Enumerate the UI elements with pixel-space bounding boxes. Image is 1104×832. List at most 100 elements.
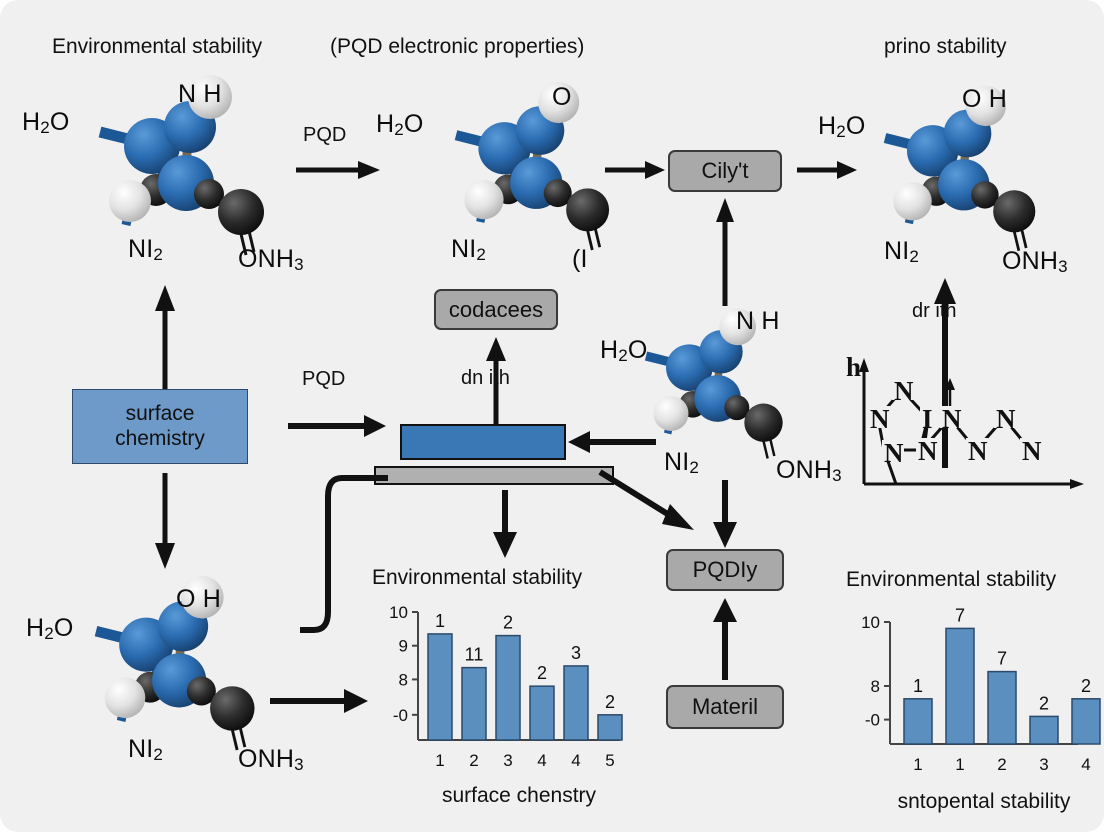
y-tick-label: 10	[861, 613, 880, 632]
y-tick-label: 10	[389, 603, 408, 622]
box-materil[interactable]: Materil	[666, 685, 784, 729]
molecule1-label-onh3: ONH3	[238, 245, 304, 274]
arrow-drith	[934, 278, 956, 468]
molecule4-label-onh3: ONH3	[238, 745, 304, 774]
scribble-node: N	[942, 404, 962, 434]
molecule5-label-h2o: H2O	[600, 336, 648, 365]
x-tick-label: 2	[997, 755, 1006, 774]
scribble-node: N	[1022, 436, 1042, 466]
box-surface-chemistry-line2: chemistry	[115, 426, 205, 450]
arrow-mid-pqd	[288, 415, 386, 437]
scribble-node: N	[884, 438, 904, 468]
x-tick-label: 2	[469, 751, 478, 770]
arrow-top-2	[605, 161, 665, 179]
molecule5-label-onh3: ONH3	[776, 456, 842, 485]
x-tick-label: 4	[1081, 755, 1090, 774]
scribble-sketch: h N N I N N N N N N	[840, 352, 1090, 496]
molecule-top-center	[400, 70, 680, 290]
molecule-bottom-left	[38, 570, 328, 785]
molecule-top-left	[40, 70, 340, 290]
box-pqdiy[interactable]: PQDIy	[666, 549, 784, 591]
arrow-down-to-left-chart	[493, 490, 517, 558]
bar-value-label: 2	[1081, 676, 1091, 696]
arrow-label-pqd-top: PQD	[303, 124, 347, 146]
box-codacees[interactable]: codacees	[434, 289, 558, 330]
slab-gray[interactable]	[374, 466, 614, 485]
bar-value-label: 2	[1039, 693, 1049, 713]
bar	[529, 685, 555, 741]
bar-value-label: 7	[997, 649, 1007, 669]
scribble-node: N	[996, 404, 1016, 434]
bar-value-label: 7	[955, 605, 965, 625]
bar	[427, 633, 453, 741]
arrow-mol4-right	[270, 689, 368, 713]
x-tick-label: 5	[605, 751, 614, 770]
bracket-connector	[300, 475, 388, 633]
box-surface-chemistry[interactable]: surface chemistry	[72, 389, 248, 464]
chart-title: Environmental stability	[372, 566, 583, 589]
bar	[903, 698, 933, 745]
molecule2-label-ni2: NI2	[451, 235, 487, 264]
x-tick-label: 1	[955, 755, 964, 774]
box-surface-chemistry-line1: surface	[125, 402, 195, 426]
arrow-up-to-cilyt	[716, 198, 734, 306]
arrow-up-materil-to-pqdiy	[713, 598, 737, 680]
box-pqdiy-label: PQDIy	[692, 557, 758, 582]
bar	[495, 634, 521, 741]
molecule3-label-onh3: ONH3	[1002, 247, 1068, 276]
y-tick-label: -0	[865, 711, 880, 730]
arrow-top-3	[797, 161, 857, 179]
molecule3-label-h2o: H2O	[818, 112, 866, 141]
arrow-label-drith: dr ith	[912, 300, 957, 322]
arrow-label-dnith: dn ith	[461, 367, 510, 389]
bar	[945, 627, 975, 745]
bar-value-label: 2	[503, 613, 513, 633]
y-tick-label: -0	[393, 706, 408, 725]
bar-value-label: 2	[605, 692, 615, 712]
bar-value-label: 1	[913, 676, 923, 696]
arrow-down-mol5-to-pqdiy	[713, 480, 737, 548]
chart-title: Environmental stability	[846, 568, 1057, 591]
arrow-into-blue-slab	[568, 431, 656, 453]
molecule5-label-nh: N H	[736, 307, 780, 335]
scribble-node: N	[870, 404, 890, 434]
box-cilyt[interactable]: Cily't	[668, 150, 782, 192]
title-top-right: prino stability	[884, 35, 1007, 58]
arrow-down-surface-to-mol4	[155, 473, 175, 569]
scribble-axis-label: h	[846, 352, 861, 382]
box-materil-label: Materil	[691, 694, 758, 719]
x-tick-label: 1	[435, 751, 444, 770]
bar	[461, 666, 487, 741]
x-tick-label: 4	[571, 751, 580, 770]
scribble-node: I	[922, 404, 933, 434]
x-tick-label: 1	[913, 755, 922, 774]
bar-value-label: 1	[435, 611, 445, 631]
x-tick-label: 4	[537, 751, 546, 770]
y-tick-label: 8	[871, 677, 880, 696]
bar-value-label: 2	[537, 663, 547, 683]
bar	[597, 714, 623, 741]
arrow-diagonal-to-pqdiy	[598, 469, 694, 530]
box-cilyt-label: Cily't	[701, 158, 749, 183]
molecule4-label-h2o: H2O	[26, 614, 74, 643]
slab-blue[interactable]	[400, 424, 566, 460]
box-codacees-label: codacees	[448, 296, 544, 322]
molecule1-label-h2o: H2O	[22, 108, 70, 137]
scribble-node: N	[918, 436, 938, 466]
y-tick-label: 8	[399, 670, 408, 689]
scribble-node: N	[894, 376, 914, 406]
bar	[987, 670, 1017, 745]
molecule2-label-h2o: H2O	[376, 110, 424, 139]
molecule5-label-ni2: NI2	[664, 448, 700, 477]
arrow-label-pqd-mid: PQD	[302, 368, 346, 390]
arrow-top-1	[296, 161, 380, 179]
x-tick-label: 3	[503, 751, 512, 770]
x-axis-label: sntopental stability	[898, 790, 1071, 813]
bar-value-label: 3	[571, 643, 581, 663]
molecule4-label-ni2: NI2	[128, 735, 164, 764]
molecule1-label-ni2: NI2	[128, 235, 164, 264]
molecule2-label-o: O	[552, 83, 572, 111]
